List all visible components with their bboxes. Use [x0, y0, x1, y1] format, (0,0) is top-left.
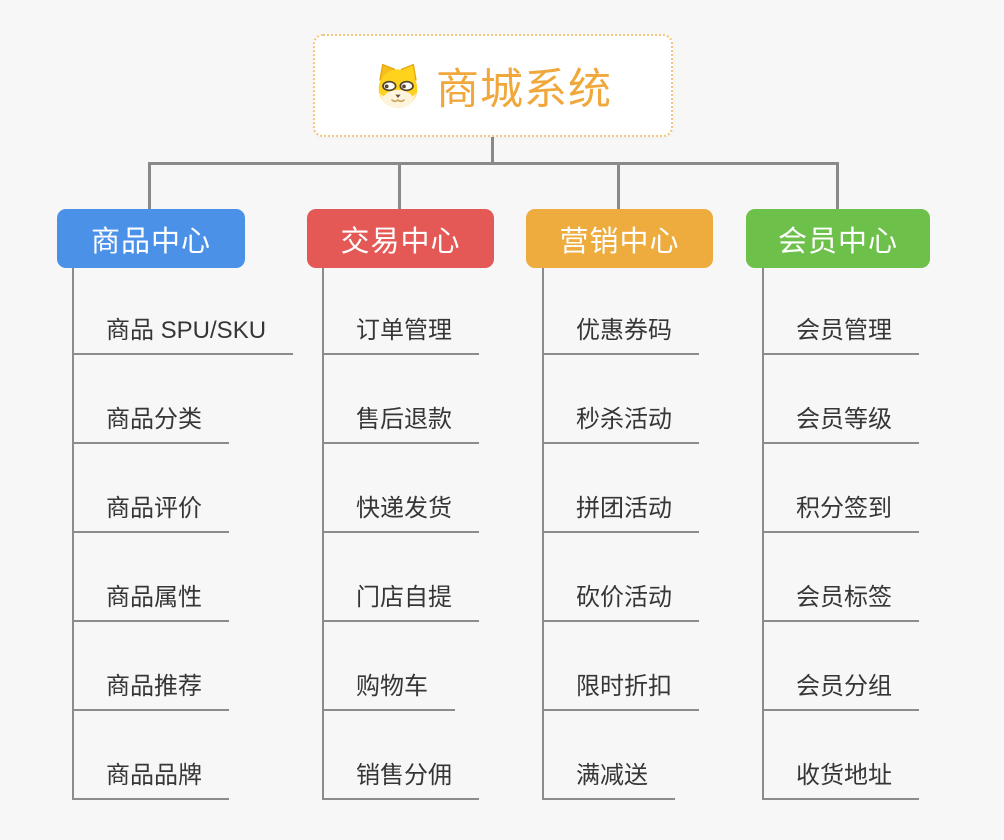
leaf-node[interactable]: 限时折扣 [542, 669, 699, 711]
leaf-node[interactable]: 门店自提 [322, 580, 479, 622]
leaf-node[interactable]: 快递发货 [322, 491, 479, 533]
leaf-node[interactable]: 商品评价 [72, 491, 229, 533]
leaf-node[interactable]: 会员分组 [762, 669, 919, 711]
leaf-node[interactable]: 商品分类 [72, 402, 229, 444]
root-node[interactable]: 商城系统 [313, 34, 673, 137]
branch-trunk-marketing [542, 268, 544, 800]
connector-stub-product [148, 162, 151, 209]
leaf-node[interactable]: 商品属性 [72, 580, 229, 622]
branch-node-marketing[interactable]: 营销中心 [526, 209, 713, 268]
connector-stub-member [836, 162, 839, 209]
leaf-node[interactable]: 订单管理 [322, 313, 479, 355]
leaf-node[interactable]: 商品推荐 [72, 669, 229, 711]
dog-icon [378, 63, 418, 108]
root-connector-stem [491, 137, 494, 163]
leaf-node[interactable]: 商品 SPU/SKU [72, 313, 294, 355]
branch-label: 营销中心 [559, 225, 680, 258]
branch-node-member[interactable]: 会员中心 [746, 209, 930, 268]
connector-stub-trade [398, 162, 401, 209]
branch-trunk-product [72, 268, 74, 800]
leaf-node[interactable]: 优惠券码 [542, 313, 699, 355]
leaf-node[interactable]: 满减送 [542, 758, 675, 800]
branch-node-product[interactable]: 商品中心 [57, 209, 245, 268]
leaf-node[interactable]: 售后退款 [322, 402, 479, 444]
branch-trunk-member [762, 268, 764, 800]
branch-label: 商品中心 [90, 225, 211, 258]
root-title: 商城系统 [436, 65, 612, 114]
leaf-node[interactable]: 销售分佣 [322, 758, 479, 800]
leaf-node[interactable]: 积分签到 [762, 491, 919, 533]
leaf-node[interactable]: 会员管理 [762, 313, 919, 355]
connector-stub-marketing [617, 162, 620, 209]
leaf-node[interactable]: 商品品牌 [72, 758, 229, 800]
leaf-node[interactable]: 会员等级 [762, 402, 919, 444]
leaf-node[interactable]: 收货地址 [762, 758, 919, 800]
branch-node-trade[interactable]: 交易中心 [307, 209, 494, 268]
branch-label: 交易中心 [340, 225, 461, 258]
leaf-node[interactable]: 拼团活动 [542, 491, 699, 533]
branch-trunk-trade [322, 268, 324, 800]
branch-label: 会员中心 [777, 225, 898, 258]
leaf-node[interactable]: 购物车 [322, 669, 455, 711]
leaf-node[interactable]: 会员标签 [762, 580, 919, 622]
leaf-node[interactable]: 砍价活动 [542, 580, 699, 622]
connector-bus [148, 162, 839, 165]
leaf-node[interactable]: 秒杀活动 [542, 402, 699, 444]
